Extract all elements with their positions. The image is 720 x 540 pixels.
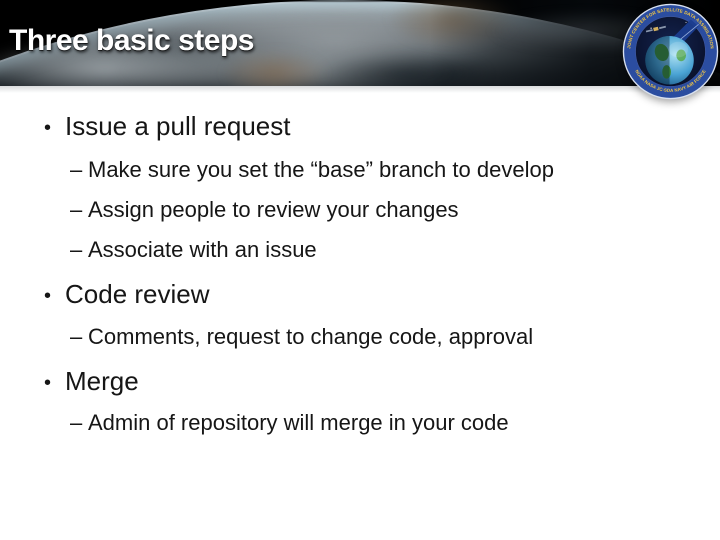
bullet-text: Code review	[65, 279, 210, 309]
globe-land-east	[676, 49, 687, 62]
sub-bullet-text: Associate with an issue	[88, 237, 317, 262]
bullet-marker: •	[44, 372, 52, 394]
globe-highlight	[668, 41, 688, 58]
page-title: Three basic steps	[9, 24, 254, 57]
globe-land-south	[662, 65, 671, 79]
jcsda-logo: JOINT CENTER FOR SATELLITE DATA ASSIMILA…	[622, 3, 719, 100]
bullet-marker: •	[44, 117, 52, 139]
header-banner	[0, 0, 720, 86]
sub-bullet-item: –Make sure you set the “base” branch to …	[70, 156, 554, 184]
sub-bullet-text: Comments, request to change code, approv…	[88, 324, 534, 349]
dash-marker: –	[70, 324, 83, 349]
globe-land-north	[654, 43, 669, 62]
sub-bullet-item: –Comments, request to change code, appro…	[70, 323, 533, 351]
sub-bullet-text: Make sure you set the “base” branch to d…	[88, 157, 554, 182]
star	[650, 27, 652, 29]
sub-bullet-text: Admin of repository will merge in your c…	[88, 410, 509, 435]
dash-marker: –	[70, 410, 83, 435]
bullet-text: Issue a pull request	[65, 111, 291, 141]
bullet-item: • Code review	[44, 278, 210, 311]
satellite-icon	[645, 25, 667, 33]
sub-bullet-item: –Admin of repository will merge in your …	[70, 409, 509, 437]
dash-marker: –	[70, 237, 83, 262]
dash-marker: –	[70, 157, 83, 182]
sub-bullet-item: –Associate with an issue	[70, 236, 317, 264]
globe-night-shade	[645, 35, 670, 85]
sub-bullet-text: Assign people to review your changes	[88, 197, 459, 222]
bullet-item: • Merge	[44, 365, 139, 398]
sub-bullet-item: –Assign people to review your changes	[70, 196, 459, 224]
banner-fade	[0, 86, 720, 93]
bullet-text: Merge	[65, 366, 139, 396]
star	[685, 21, 687, 23]
landmass-brown-small	[222, 50, 327, 86]
dash-marker: –	[70, 197, 83, 222]
bullet-marker: •	[44, 285, 52, 307]
bullet-item: • Issue a pull request	[44, 110, 290, 143]
